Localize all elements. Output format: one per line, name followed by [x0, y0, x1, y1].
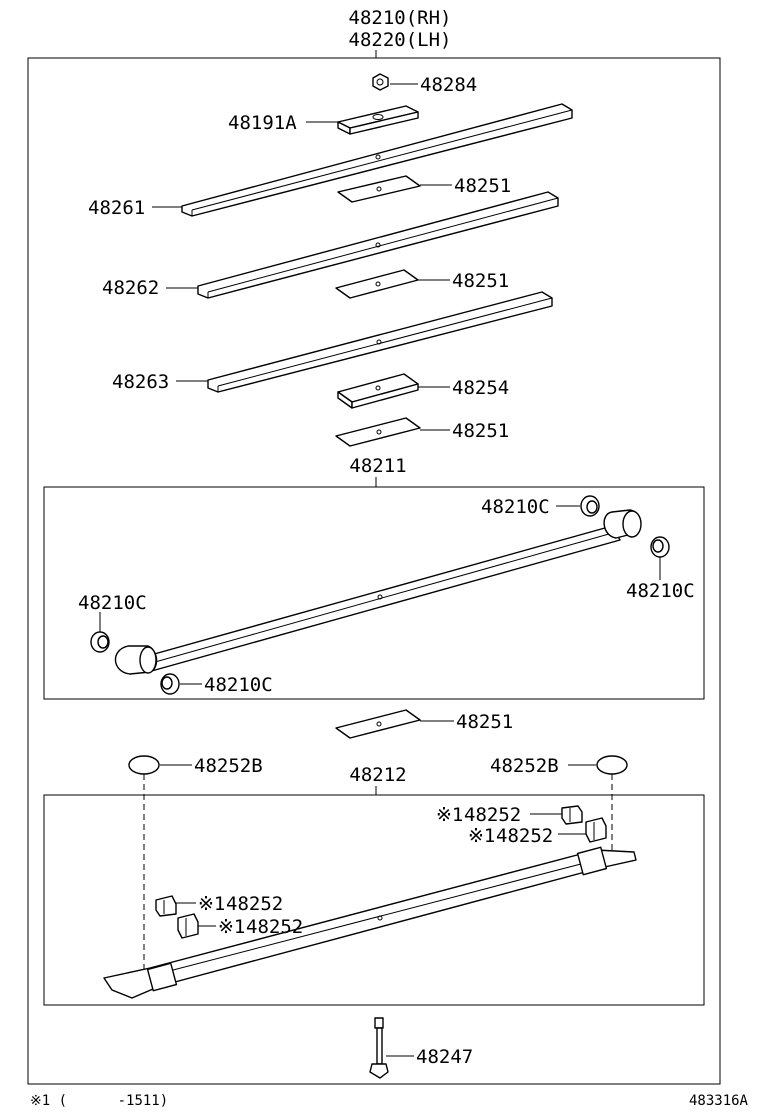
- leaf-2-part: [197, 191, 559, 299]
- insert-2-part: [335, 269, 419, 299]
- bushing-right-part: [650, 536, 670, 558]
- clamp-plate-label: 48191A: [228, 112, 297, 134]
- clip-left-upper-part: [155, 895, 177, 917]
- bushing-bottom-part: [160, 673, 180, 695]
- assembly-rh-label: 48210(RH): [349, 7, 452, 29]
- rebound-clip-left-part: [128, 755, 160, 775]
- insert-2-label: 48251: [452, 270, 509, 292]
- main-leaf-group-label: 48211: [349, 455, 406, 477]
- insert-1-label: 48251: [454, 175, 511, 197]
- outer-frame: [27, 57, 721, 1085]
- bushing-right-label: 48210C: [626, 580, 695, 602]
- leaf-2-label: 48262: [102, 277, 159, 299]
- clip-right-upper-mark: ※1: [436, 804, 463, 826]
- nut-label: 48284: [420, 74, 477, 96]
- bushing-left-part: [90, 631, 110, 653]
- clamp-plate-part: [337, 105, 419, 135]
- clip-right-lower-label: 48252: [496, 825, 553, 847]
- bushing-top-right-part: [580, 495, 600, 517]
- lower-leaf-group-label: 48212: [349, 764, 406, 786]
- leaf-3-label: 48263: [112, 371, 169, 393]
- leaf-1-part: [181, 103, 573, 217]
- illustration-id: 483316A: [689, 1093, 749, 1109]
- clip-right-lower-mark: ※1: [468, 825, 495, 847]
- clip-left-upper-mark: ※1: [198, 893, 225, 915]
- rebound-clip-right-label: 48252B: [490, 755, 559, 777]
- clip-right-lower-part: [585, 817, 607, 843]
- clip-left-lower-label: 48252: [246, 916, 303, 938]
- main-leaf-part: [114, 509, 642, 675]
- insert-3-part: [335, 417, 421, 447]
- spacer-part: [337, 373, 419, 409]
- lower-leaf-group-box: [43, 794, 705, 1006]
- main-leaf-group-box: [43, 486, 705, 700]
- insert-4-label: 48251: [456, 711, 513, 733]
- center-bolt-part: [369, 1017, 389, 1079]
- leaf-1-label: 48261: [88, 197, 145, 219]
- clip-left-upper-label: 48252: [226, 893, 283, 915]
- rebound-clip-right-part: [596, 755, 628, 775]
- assembly-lh-label: 48220(LH): [349, 29, 452, 51]
- insert-3-label: 48251: [452, 420, 509, 442]
- insert-4-part: [335, 709, 421, 739]
- spacer-label: 48254: [452, 377, 509, 399]
- center-bolt-label: 48247: [416, 1046, 473, 1068]
- clip-left-lower-part: [177, 913, 199, 939]
- rebound-clip-left-label: 48252B: [194, 755, 263, 777]
- clip-right-upper-label: 48252: [464, 804, 521, 826]
- bushing-left-label: 48210C: [78, 592, 147, 614]
- insert-1-part: [337, 175, 421, 203]
- leaf-3-part: [207, 291, 553, 393]
- bushing-top-right-label: 48210C: [481, 496, 550, 518]
- clip-left-lower-mark: ※1: [218, 916, 245, 938]
- footnote: ※1 ( -1511): [30, 1093, 168, 1109]
- lower-leaf-part: [103, 846, 637, 999]
- nut-part: [372, 73, 389, 91]
- clip-right-upper-part: [561, 805, 583, 825]
- bushing-bottom-label: 48210C: [204, 674, 273, 696]
